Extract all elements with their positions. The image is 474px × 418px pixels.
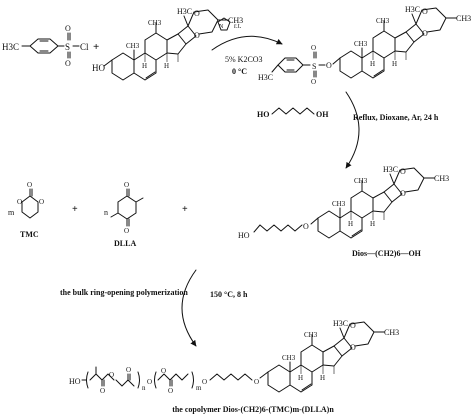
tosylate-methyl-19: CH3 [354,40,368,48]
copolymer-h-8: H [298,374,303,382]
intermediate-methyl-top: H3C [383,165,398,174]
diosgenin-methyl-right: CH3 [228,16,243,25]
tosylate-o-top: O [311,44,316,52]
tosyl-chloride: H3C S O O Cl [2,24,89,68]
intermediate-label-prefix: Dios [352,249,367,258]
diosgenin-ring-oxygen-f: O [194,9,200,18]
diosgenin-methyl-19: CH3 [126,42,140,50]
tmc-carbonyl-o: O [27,181,32,189]
tosylate-h-8: H [370,60,375,68]
tosyl-chloride-label: Cl [80,42,89,52]
tosylate-methyl-top: H3C [405,5,420,14]
copolymer-o-2: O [109,371,114,379]
plus-sign-2: + [72,204,78,215]
intermediate-methyl-18: CH3 [354,177,368,185]
diosgenin-hydroxyl: HO [92,63,105,73]
tmc-label: TMC [20,230,39,239]
reaction-step-2: HO OH Reflux, Dioxane, Ar, 24 h [257,91,439,169]
pyridine-n: N [219,24,224,30]
tosylate-methyl-18: CH3 [376,17,390,25]
copolymer-o-6: O [161,367,166,375]
dlla-carbonyl-o-top: O [124,181,129,189]
intermediate-methyl-19: CH3 [332,200,346,208]
intermediate-h-8: H [348,220,353,228]
tosyl-methyl-label: H3C [2,42,19,52]
copolymer-methyl-19: CH3 [282,354,296,362]
tosylate-ring-oxygen-e: O [422,29,428,38]
copolymer-label: the copolymer Dios-(CH2)6-(TMC)m-(DLLA)n [172,405,334,414]
copolymer-end-ho: HO [69,377,81,386]
reaction-step-1: N r.t. 5% K2CO3 0 °C [211,17,283,76]
dlla-count-n: n [104,208,108,217]
diosgenin: HO H3C CH3 CH3 CH3 H H O O [92,7,243,81]
polymerization-conditions: 150 °C, 8 h [210,290,248,299]
diosgenin-h-8: H [142,62,147,70]
copolymer-ring-oxygen-f: O [350,321,356,330]
tosylate-methyl-right: CH3 [456,14,471,23]
diosgenin-tosylate: O S O O H3C H3C CH3 CH3 CH3 H H O O [258,5,471,86]
intermediate-methyl-right: CH3 [434,174,449,183]
copolymer-methyl-18: CH3 [304,331,318,339]
tosyl-sulfur-label: S [65,42,70,52]
intermediate-label-suffix: —(CH2)6—OH [366,249,422,258]
tosylate-methyl: H3C [258,73,273,82]
tmc-ring-o-left: O [17,198,22,206]
tosylate-ring-oxygen-f: O [422,7,428,16]
copolymer-o-3: O [126,366,131,374]
copolymer-ring-oxygen-e: O [350,343,356,352]
condition-reflux: Reflux, Dioxane, Ar, 24 h [353,113,439,122]
reaction-step-3: the bulk ring-opening polymerization 150… [60,269,248,347]
intermediate-ether-o: O [303,222,309,231]
intermediate-ring-oxygen-f: O [400,167,406,176]
intermediate-label: Dios—(CH2)6—OH [352,249,422,258]
copolymer-methyl-top: H3C [333,319,348,328]
diosgenin-ring-oxygen-e: O [194,31,200,40]
tosylate-o-bottom: O [311,78,316,86]
copolymer-o-8: O [254,378,259,386]
tosyl-oxygen-top: O [65,24,71,33]
intermediate-hydroxyl: HO [238,231,250,240]
plus-sign-3: + [182,204,188,215]
tosyl-oxygen-bottom: O [65,59,71,68]
diosgenin-h-14: H [164,62,169,70]
copolymer-o-1: O [100,387,105,395]
copolymer-methyl-right: CH3 [384,328,399,337]
copolymer-sub-n: n [142,384,146,392]
intermediate-ring-oxygen-e: O [400,189,406,198]
condition-base: 5% K2CO3 [225,55,263,64]
dlla-monomer: n O O DLLA [104,181,144,248]
diosgenin-methyl-18: CH3 [148,19,162,27]
diol-ho: HO [257,110,269,119]
copolymer-o-4: O [147,378,152,386]
tosylate-ester-o: O [326,61,332,70]
tosylate-h-14: H [392,60,397,68]
dios-hexanol-intermediate: O HO H3C CH3 CH3 CH3 H H O O Dios—(CH2)6… [238,165,449,258]
copolymer: HO O O O n O O O m O O H3C CH3 CH3 CH3 H… [69,319,399,414]
condition-rt: r.t. [234,22,242,30]
dlla-carbonyl-o-bottom: O [124,227,129,235]
polymerization-method: the bulk ring-opening polymerization [60,288,188,297]
copolymer-h-14: H [320,374,325,382]
condition-temperature: 0 °C [232,67,247,76]
tmc-count-m: m [8,208,15,217]
copolymer-o-5: O [168,387,173,395]
tmc-ring-o-right: O [39,198,44,206]
copolymer-sub-m: m [196,384,202,392]
intermediate-h-14: H [370,220,375,228]
diol-oh: OH [316,110,329,119]
plus-sign-1: + [93,41,99,53]
tmc-monomer: m O O O TMC [8,181,44,239]
tosylate-sulfur: S [312,62,316,71]
dlla-label: DLLA [114,239,136,248]
copolymer-o-7: O [202,378,207,386]
diosgenin-methyl-top: H3C [177,7,192,16]
